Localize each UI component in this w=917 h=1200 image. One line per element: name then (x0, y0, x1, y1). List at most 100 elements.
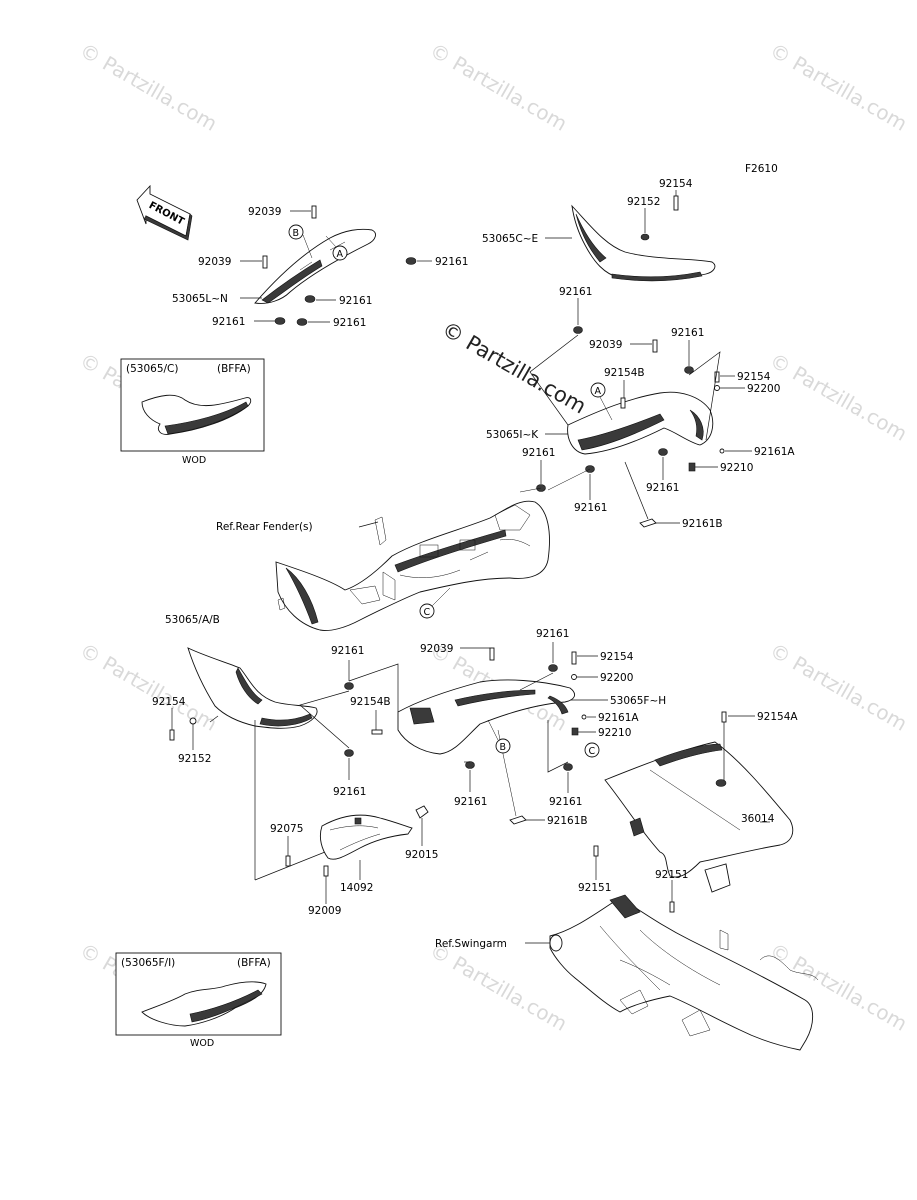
cowl-53065FH (344, 647, 587, 825)
label-92075: 92075 (270, 823, 303, 835)
callout-C (584, 742, 600, 758)
label-92154: 92154 (737, 371, 771, 383)
label-53065LN: 53065L~N (172, 293, 228, 305)
label-92161: 92161 (536, 628, 569, 640)
label-92039: 92039 (198, 256, 231, 268)
label-92200: 92200 (747, 383, 780, 395)
side-cover-53065AB (169, 647, 318, 741)
grommet-icon (304, 295, 316, 303)
bolt-icon (311, 205, 317, 219)
cowl-53065CE (571, 195, 716, 282)
watermark-text: © Partzilla.com (438, 317, 590, 419)
callout-letter: B (293, 228, 300, 239)
label-53065CE: 53065C~E (482, 233, 538, 245)
label-92161: 92161 (212, 316, 245, 328)
grommet-icon (684, 366, 694, 374)
pad-icon (639, 518, 657, 528)
grommet-icon (344, 749, 354, 757)
label-92161: 92161 (331, 645, 364, 657)
nut-icon (688, 462, 696, 472)
label-92161: 92161 (522, 447, 555, 459)
label-92161: 92161 (549, 796, 582, 808)
swingarm (549, 894, 819, 1051)
rear-fender-assembly (275, 500, 550, 631)
label-92161: 92161 (435, 256, 468, 268)
label-92154: 92154 (659, 178, 693, 190)
bolt-icon (673, 195, 679, 211)
callout-letter: B (500, 742, 507, 753)
watermark-text: © Partzilla.com (766, 38, 912, 136)
washer-icon (189, 717, 197, 725)
label-92152: 92152 (627, 196, 660, 208)
callout-B (495, 738, 511, 754)
bolt-icon (323, 865, 329, 877)
bolt-icon (371, 729, 383, 735)
callout-letter: A (337, 249, 344, 260)
label-92161: 92161 (333, 786, 366, 798)
bolt-icon (620, 397, 626, 409)
label-92161: 92161 (454, 796, 487, 808)
label-92161: 92161 (574, 502, 607, 514)
bolt-icon (285, 855, 291, 867)
watermark-text: © Partzilla.com (426, 938, 572, 1036)
callout-C (419, 603, 435, 619)
watermark-text: © Partzilla.com (766, 348, 912, 446)
bolt-icon (721, 711, 727, 723)
bolt-icon (593, 845, 599, 857)
grommet-icon (274, 317, 286, 325)
label-92161: 92161 (339, 295, 372, 307)
central-watermark: © Partzilla.com (438, 317, 590, 419)
grommet-icon (573, 326, 583, 334)
label-92154: 92154 (600, 651, 634, 663)
grommet-icon (405, 257, 417, 265)
label-92015: 92015 (405, 849, 438, 861)
label-ref-rear-fender: Ref.Rear Fender(s) (216, 521, 313, 533)
label-92210: 92210 (720, 462, 753, 474)
bolt-icon (489, 647, 495, 661)
label-92161A: 92161A (754, 446, 795, 458)
grommet-icon (658, 448, 668, 456)
clip-icon (719, 448, 725, 454)
grommet-icon (344, 682, 354, 690)
grommet-icon (548, 664, 558, 672)
label-36014: 36014 (741, 813, 775, 825)
callout-B (288, 224, 304, 240)
label-92039: 92039 (589, 339, 622, 351)
bolt-icon (652, 339, 658, 353)
inset-code: (53065F/I) (121, 957, 175, 969)
label-92161: 92161 (671, 327, 704, 339)
clip-icon (581, 714, 587, 720)
label-53065AB: 53065/A/B (165, 614, 220, 626)
pad-icon (509, 815, 527, 825)
watermark-text: © Partzilla.com (76, 38, 222, 136)
label-92151: 92151 (655, 869, 688, 881)
label-92039: 92039 (248, 206, 281, 218)
bracket-14092 (285, 805, 429, 877)
callout-A (590, 382, 606, 398)
label-92154B: 92154B (350, 696, 391, 708)
label-92161B: 92161B (682, 518, 723, 530)
label-92152: 92152 (178, 753, 211, 765)
front-arrow-icon: FRONT (136, 184, 193, 241)
label-53065IK: 53065I~K (486, 429, 539, 441)
bolt-icon (169, 729, 175, 741)
callout-letter: C (424, 607, 431, 618)
bolt-icon (262, 255, 268, 269)
inset-variant: (BFFA) (217, 363, 251, 375)
cowl-53065IK (536, 326, 725, 528)
grommet-icon (296, 318, 308, 326)
grommet-icon (563, 763, 573, 771)
inset-53065F: (53065F/I) (BFFA) WOD (115, 952, 282, 1049)
washer-icon (640, 233, 650, 241)
inset-caption: WOD (182, 455, 206, 466)
callout-letter: A (595, 386, 602, 397)
label-92161: 92161 (646, 482, 679, 494)
cowl-53065LN (254, 205, 417, 326)
label-92154A: 92154A (757, 711, 798, 723)
label-92151: 92151 (578, 882, 611, 894)
bolt-icon (669, 901, 675, 913)
inset-53065C: (53065/C) (BFFA) WOD (120, 358, 265, 466)
callout-A (332, 245, 348, 261)
label-92200: 92200 (600, 672, 633, 684)
